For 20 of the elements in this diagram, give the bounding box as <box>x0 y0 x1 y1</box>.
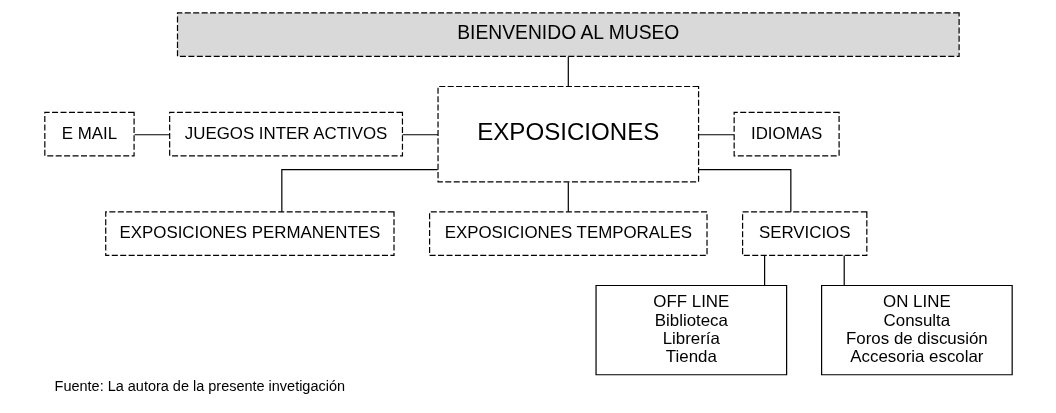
node-box: EXPOSICIONES <box>436 85 699 183</box>
node-box: JUEGOS INTER ACTIVOS <box>168 111 403 157</box>
node-box: EXPOSICIONES PERMANENTES <box>104 211 395 256</box>
connector <box>567 181 569 213</box>
connector <box>697 134 735 136</box>
connector <box>763 254 765 287</box>
node-box: ON LINE Consulta Foros de discusión Accesoria escolar <box>820 284 1013 376</box>
node-box: IDIOMAS <box>733 111 840 157</box>
node-box: OFF LINE Biblioteca Librería Tienda <box>594 284 787 376</box>
connector <box>401 134 439 136</box>
node-box: BIENVENIDO AL MUSEO <box>176 12 960 57</box>
node-box: EXPOSICIONES TEMPORALES <box>428 211 708 256</box>
connector <box>567 56 569 88</box>
node-box: E MAIL <box>43 111 135 157</box>
connector <box>843 254 845 287</box>
connector <box>133 134 170 136</box>
caption: Fuente: La autora de la presente invetigación <box>54 378 345 395</box>
connector <box>697 169 791 213</box>
node-box: SERVICIOS <box>741 211 867 256</box>
connector <box>280 169 438 213</box>
